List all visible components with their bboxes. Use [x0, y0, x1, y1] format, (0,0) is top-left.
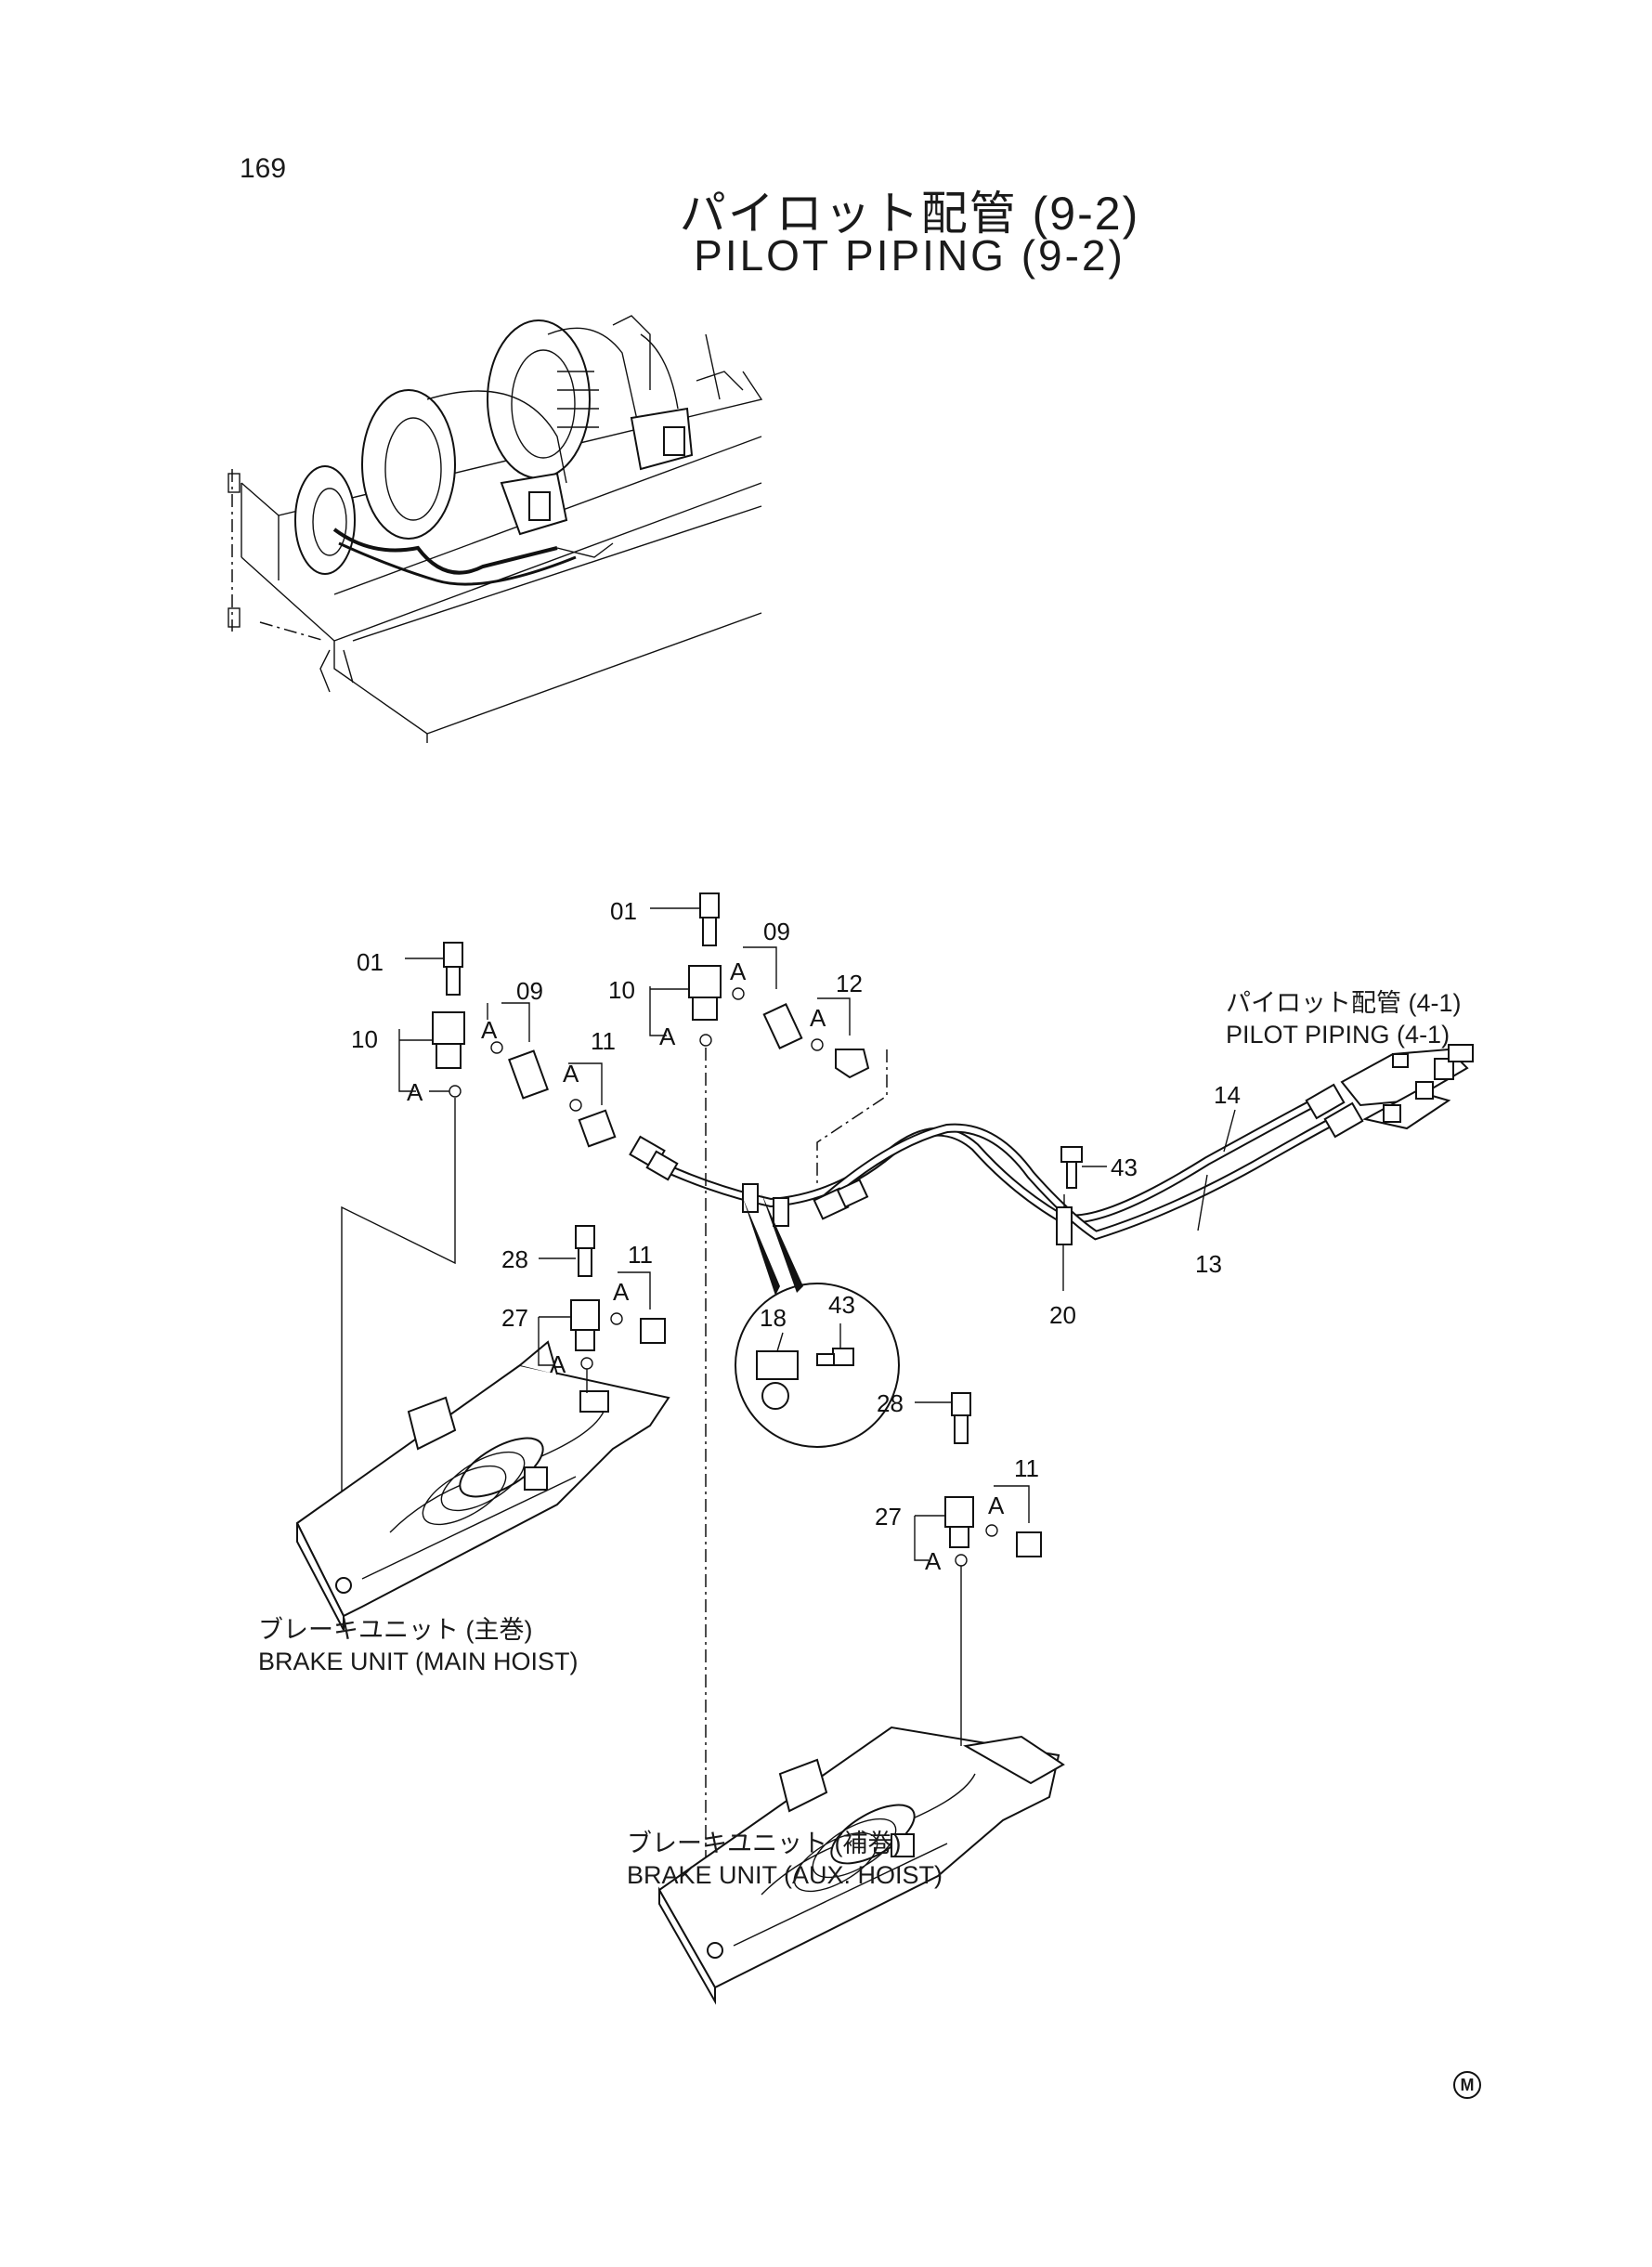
label-part-18: 18: [760, 1304, 787, 1332]
reference-caption-jp: パイロット配管 (4-1): [1226, 989, 1462, 1017]
label-part-27-main: 27: [501, 1304, 528, 1332]
page-title-japanese: パイロット配管 (9-2): [679, 188, 1140, 240]
reference-caption: パイロット配管 (4-1) PILOT PIPING (4-1): [1226, 987, 1462, 1050]
label-part-11-main: 11: [628, 1241, 653, 1269]
label-part-28-aux: 28: [877, 1389, 904, 1417]
label-detail-a: A: [613, 1278, 630, 1306]
brake-aux-caption-jp: ブレーキユニット (補巻): [627, 1830, 902, 1857]
label-detail-a: A: [563, 1060, 579, 1088]
brake-aux-caption-en: BRAKE UNIT (AUX. HOIST): [627, 1861, 943, 1889]
machine-overview-drawing: [228, 315, 763, 743]
label-part-13: 13: [1195, 1250, 1222, 1278]
label-part-12: 12: [836, 970, 863, 997]
pilot-valve-block: [1340, 1044, 1474, 1130]
brake-main-caption-en: BRAKE UNIT (MAIN HOIST): [258, 1648, 579, 1675]
label-part-01-center: 01: [610, 897, 637, 925]
label-detail-a: A: [988, 1492, 1005, 1519]
label-detail-a: A: [481, 1016, 498, 1044]
label-part-10-center: 10: [608, 976, 635, 1004]
clamp-detail-view: [735, 1193, 900, 1448]
reference-caption-en: PILOT PIPING (4-1): [1226, 1021, 1450, 1049]
label-part-09-left: 09: [516, 977, 543, 1005]
brake-unit-main-hoist-drawing: [295, 1340, 670, 1631]
page-title-english: PILOT PIPING (9-2): [694, 231, 1125, 280]
fitting-group-main-brake: [538, 1225, 666, 1393]
page-number: 169: [240, 153, 287, 184]
label-part-43-top: 43: [1111, 1153, 1138, 1181]
label-detail-a: A: [925, 1547, 942, 1575]
hose-assembly: [629, 1044, 1474, 1245]
label-part-10-left: 10: [351, 1025, 378, 1053]
brake-aux-caption: ブレーキユニット (補巻) BRAKE UNIT (AUX. HOIST): [627, 1828, 943, 1891]
label-detail-a: A: [407, 1078, 423, 1106]
label-part-28-main: 28: [501, 1245, 528, 1273]
label-part-20: 20: [1049, 1301, 1076, 1329]
brake-unit-aux-hoist-drawing: [657, 1726, 1065, 2005]
brake-main-caption-jp: ブレーキユニット (主巻): [258, 1616, 533, 1644]
label-part-01-left: 01: [357, 948, 384, 976]
label-part-43-detail: 43: [828, 1291, 855, 1319]
label-detail-a: A: [550, 1350, 566, 1378]
brake-main-caption: ブレーキユニット (主巻) BRAKE UNIT (MAIN HOIST): [258, 1614, 579, 1677]
manufacturer-mark-icon: M: [1453, 2071, 1481, 2099]
fitting-group-aux-brake: [914, 1392, 1042, 1746]
part-leader-lines: [1062, 1109, 1236, 1291]
label-detail-a: A: [659, 1023, 676, 1050]
fitting-group-left: [341, 942, 617, 1588]
fitting-group-center: [649, 892, 888, 1922]
label-part-11-aux: 11: [1014, 1454, 1039, 1482]
part-number-labels: 01 10 09 A A A 11 01 10 09 A A A 12 14 4…: [351, 897, 1241, 1575]
label-part-11-left: 11: [591, 1027, 616, 1055]
label-part-27-aux: 27: [875, 1503, 902, 1531]
label-part-09-center: 09: [763, 918, 790, 945]
label-part-14: 14: [1214, 1081, 1241, 1109]
label-detail-a: A: [730, 958, 747, 985]
label-detail-a: A: [810, 1004, 826, 1032]
